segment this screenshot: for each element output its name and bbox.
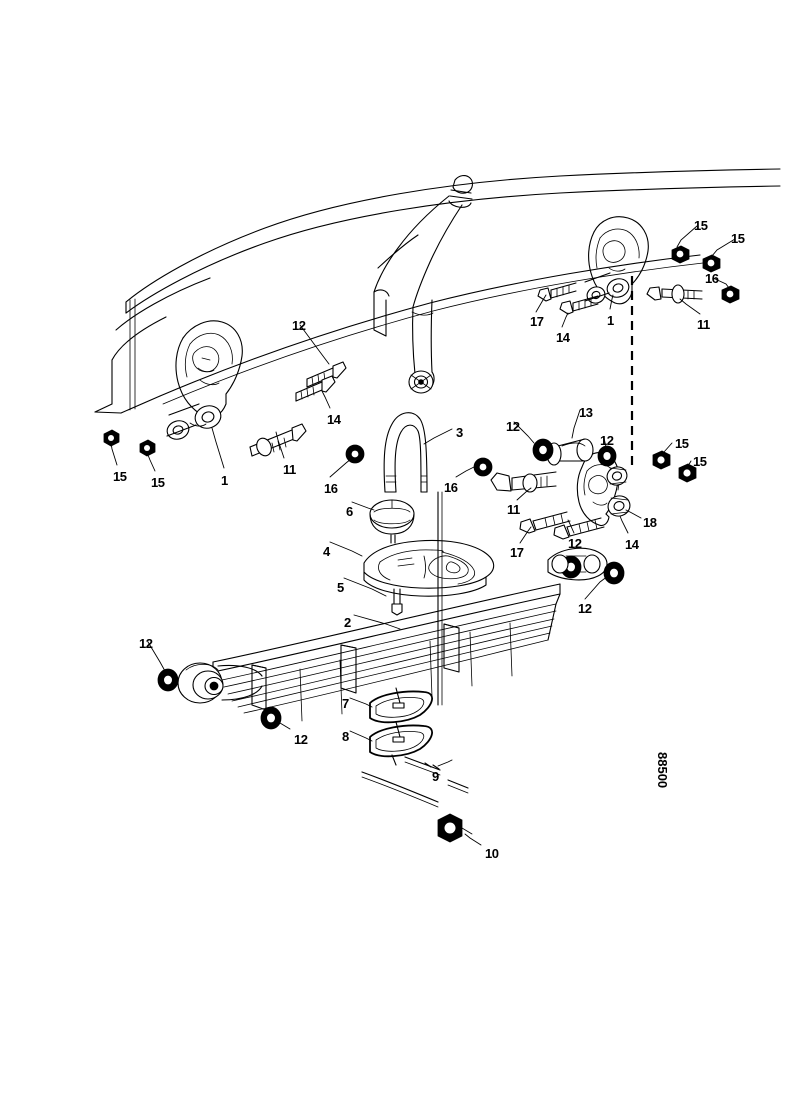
leader-lines [110,225,736,846]
callout-12: 12 [568,536,582,551]
washer-12-eye-a [157,668,179,692]
bolt-14-upper-right [559,295,599,315]
callout-2: 2 [344,615,351,630]
callout-13: 13 [579,405,593,420]
callout-12: 12 [578,601,592,616]
callout-15: 15 [113,469,127,484]
callout-14: 14 [625,537,639,552]
callout-6: 6 [346,504,353,519]
bolt-14-right [553,517,605,540]
callout-9: 9 [432,769,439,784]
bolt-11-right [490,471,557,493]
callout-7: 7 [342,696,349,711]
callout-18: 18 [643,515,657,530]
callout-12: 12 [139,636,153,651]
left-frame-bracket [166,320,243,440]
callout-11: 11 [283,462,296,477]
washer-12-right-a [532,438,554,462]
nut-15-left-a [103,429,120,447]
callout-15: 15 [693,454,707,469]
lower-shackle-link [547,547,608,581]
leaf-spring-2 [157,583,561,730]
callout-14: 14 [327,412,341,427]
bolt-5 [391,588,403,616]
bolt-17-upper-right [537,282,577,302]
callout-15: 15 [151,475,165,490]
callout-14: 14 [556,330,570,345]
washer-12-right-b [597,445,617,467]
bolt-11-left [249,423,307,457]
callout-16: 16 [444,480,458,495]
callout-12: 12 [506,419,520,434]
bolt-11-upper-right [646,284,703,304]
left-bracket-hardware [103,361,365,464]
callout-12: 12 [292,318,306,333]
callout-10: 10 [485,846,499,861]
shock-absorber [373,175,473,394]
callout-11: 11 [697,317,710,332]
right-shackle-hardware [473,438,697,585]
frame-rail [94,168,781,414]
spring-seat-plate-4 [363,534,495,616]
bumper-6 [369,499,415,535]
spring-eye-bushing [177,662,263,704]
callout-15: 15 [675,436,689,451]
callout-16: 16 [324,481,338,496]
washer-16-right [473,457,493,477]
washer-16-left [345,444,365,464]
upper-right-frame-bracket [584,216,649,305]
nut-10 [437,813,473,843]
callout-15: 15 [731,231,745,246]
callout-8: 8 [342,729,349,744]
spacer-13 [546,438,594,466]
callout-12: 12 [600,433,614,448]
clamp-plate-7 [369,687,433,724]
callout-17: 17 [510,545,524,560]
callout-5: 5 [337,580,344,595]
bolt-14-left [295,375,336,402]
nut-15-left-b [139,439,156,457]
washer-12-eye-b [260,706,282,730]
callout-3: 3 [456,425,463,440]
u-bolt-legs-9 [361,754,469,808]
u-bolt-3 [383,412,428,493]
clamp-plate-8 [369,721,433,758]
spring-center-clamp [251,623,460,711]
callout-17: 17 [530,314,544,329]
washer-16-upper-right [721,285,740,304]
callout-16: 16 [705,271,719,286]
bolt-17-right [519,511,571,534]
nut-15-right-b [678,463,697,483]
bolt-12-left [306,361,347,388]
callout-1: 1 [607,313,614,328]
callout-15: 15 [694,218,708,233]
nut-15-upper-right-a [671,245,690,264]
callout-4: 4 [323,544,330,559]
nut-15-upper-right-b [702,254,721,273]
washer-12-right-d [603,561,625,585]
callout-11: 11 [507,502,520,517]
drawing-number: 88500 [655,752,670,789]
callout-1: 1 [221,473,228,488]
bolt-5-top [390,534,396,544]
upper-right-bracket-hardware [537,245,740,315]
nut-15-right-a [652,450,671,470]
callout-12: 12 [294,732,308,747]
